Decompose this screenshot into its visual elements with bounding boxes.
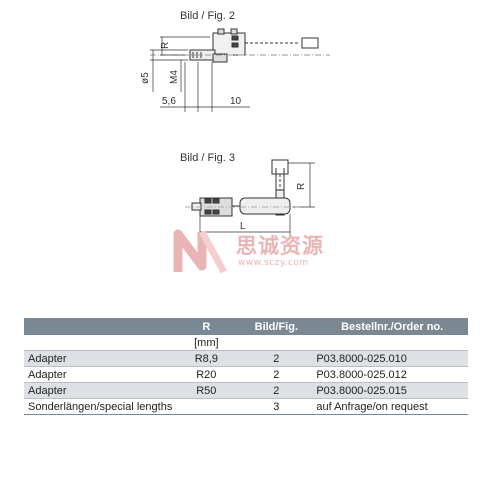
table-cell: R20 [172, 366, 241, 383]
table-cell: 2 [240, 382, 313, 399]
table-cell: Adapter [24, 350, 173, 367]
table-cell: Adapter [24, 382, 173, 399]
table-cell [172, 398, 241, 415]
fig3-dim-l: L [240, 221, 246, 232]
watermark-url: www.sczy.com [238, 258, 309, 268]
fig2-dim-r: R [160, 42, 171, 49]
table-cell: 2 [240, 366, 313, 383]
fig2-dim-len2: 10 [230, 96, 242, 107]
table-row: Adapter R8,9 2 P03.8000-025.010 [24, 350, 468, 367]
fig2-dim-m4: M4 [169, 70, 180, 84]
fig2-drawing [150, 28, 330, 112]
table-row: Sonderlängen/special lengths 3 auf Anfra… [24, 398, 468, 415]
fig3-drawing [185, 159, 315, 236]
table-cell: R8,9 [172, 350, 241, 367]
fig3-dim-r: R [296, 183, 307, 190]
table-header-row: R Bild/Fig. Bestellnr./Order no. [24, 318, 468, 335]
table-cell: R50 [172, 382, 241, 399]
fig3-label: Bild / Fig. 3 [180, 152, 236, 164]
table-header-cell: Bestellnr./Order no. [312, 318, 468, 335]
table-cell [24, 335, 172, 351]
table-cell: Sonderlängen/special lengths [24, 398, 173, 415]
table-cell: P03.8000-025.012 [312, 366, 468, 383]
technical-drawings: R ø5 M4 5,6 10 R L [140, 28, 330, 236]
table-cell: [mm] [194, 336, 219, 349]
table-row: Adapter R20 2 P03.8000-025.012 [24, 366, 468, 383]
table-cell: Adapter [24, 366, 173, 383]
table-cell: auf Anfrage/on request [312, 398, 468, 415]
table-row: Adapter R50 2 P03.8000-025.015 [24, 382, 468, 399]
fig2-dim-len1: 5,6 [162, 96, 176, 107]
watermark-title: 思诚资源 [236, 234, 324, 258]
table-cell: P03.8000-025.015 [312, 382, 468, 399]
fig2-dim-d5: ø5 [140, 72, 151, 84]
table-cell: 3 [240, 398, 313, 415]
table-cell [312, 335, 468, 351]
watermark: 思诚资源 www.sczy.com [172, 226, 342, 278]
table-cell: 2 [240, 350, 313, 367]
table-cell: P03.8000-025.010 [312, 350, 468, 367]
fig2-label: Bild / Fig. 2 [180, 10, 236, 22]
table-cell [240, 335, 312, 351]
order-table: R Bild/Fig. Bestellnr./Order no. [mm] Ad… [24, 318, 468, 415]
table-header-cell [24, 318, 173, 335]
table-unit-row: [mm] [24, 335, 468, 351]
watermark-logo-icon [173, 229, 228, 274]
table-header-cell: R [172, 318, 241, 335]
table-header-cell: Bild/Fig. [240, 318, 313, 335]
